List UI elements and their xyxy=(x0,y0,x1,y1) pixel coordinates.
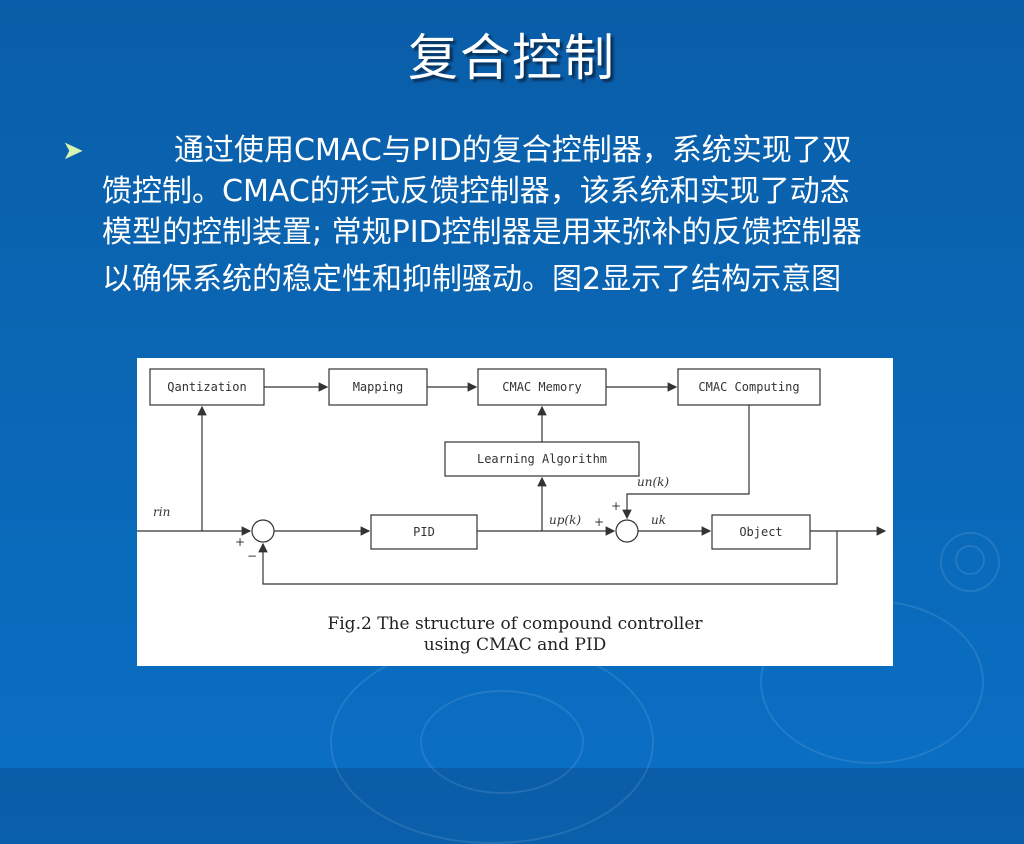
learning-algorithm-label: Learning Algorithm xyxy=(477,452,607,466)
error-summing-junction xyxy=(251,519,275,543)
minus-sign: − xyxy=(247,549,257,563)
up-signal-label: up(k) xyxy=(549,513,581,527)
pid-label: PID xyxy=(413,525,435,539)
figure-caption-line: using CMAC and PID xyxy=(424,635,607,655)
paragraph-line: 通过使用CMAC与PID的复合控制器，系统实现了双 xyxy=(174,133,852,168)
body-paragraph: 通过使用CMAC与PID的复合控制器，系统实现了双 馈控制。CMAC的形式反馈控… xyxy=(102,130,972,300)
wire-feedback xyxy=(258,531,838,585)
plus-sign: + xyxy=(611,499,621,513)
background-ripple xyxy=(420,690,584,794)
background-ripple xyxy=(940,532,1000,592)
figure-caption-line: Fig.2 The structure of compound controll… xyxy=(327,614,703,634)
control-summing-junction xyxy=(615,519,639,543)
un-signal-label: un(k) xyxy=(637,475,669,489)
cmac-memory-block xyxy=(477,368,607,406)
slide-title: 复合控制 xyxy=(408,29,616,87)
mapping-block xyxy=(328,368,428,406)
u-signal-label: uk xyxy=(651,513,666,527)
learning-algorithm-block xyxy=(444,441,640,477)
pid-block xyxy=(370,514,478,550)
cmac-computing-block xyxy=(677,368,821,406)
controller-diagram-figure: Qantization Mapping CMAC Memory CMAC Com… xyxy=(137,358,893,666)
cmac-computing-label: CMAC Computing xyxy=(698,380,799,394)
mapping-label: Mapping xyxy=(353,380,404,394)
paragraph-line: 馈控制。CMAC的形式反馈控制器，该系统和实现了动态 xyxy=(102,174,850,209)
paragraph-line: 模型的控制装置; 常规PID控制器是用来弥补的反馈控制器 xyxy=(102,215,862,250)
arrowhead-bullet-icon: ➤ xyxy=(62,136,84,166)
background-ripple xyxy=(955,545,985,575)
quantization-block xyxy=(149,368,265,406)
plus-sign: + xyxy=(235,535,245,549)
cmac-memory-label: CMAC Memory xyxy=(502,380,581,394)
object-label: Object xyxy=(739,525,782,539)
wire-un-to-sum xyxy=(622,405,750,520)
plus-sign: + xyxy=(594,515,604,529)
controller-diagram: Qantization Mapping CMAC Memory CMAC Com… xyxy=(137,368,887,655)
object-block xyxy=(711,514,811,550)
paragraph-line: 以确保系统的稳定性和抑制骚动。图2显示了结构示意图 xyxy=(102,262,842,297)
quantization-label: Qantization xyxy=(167,380,246,394)
input-signal-label: rin xyxy=(153,505,170,519)
